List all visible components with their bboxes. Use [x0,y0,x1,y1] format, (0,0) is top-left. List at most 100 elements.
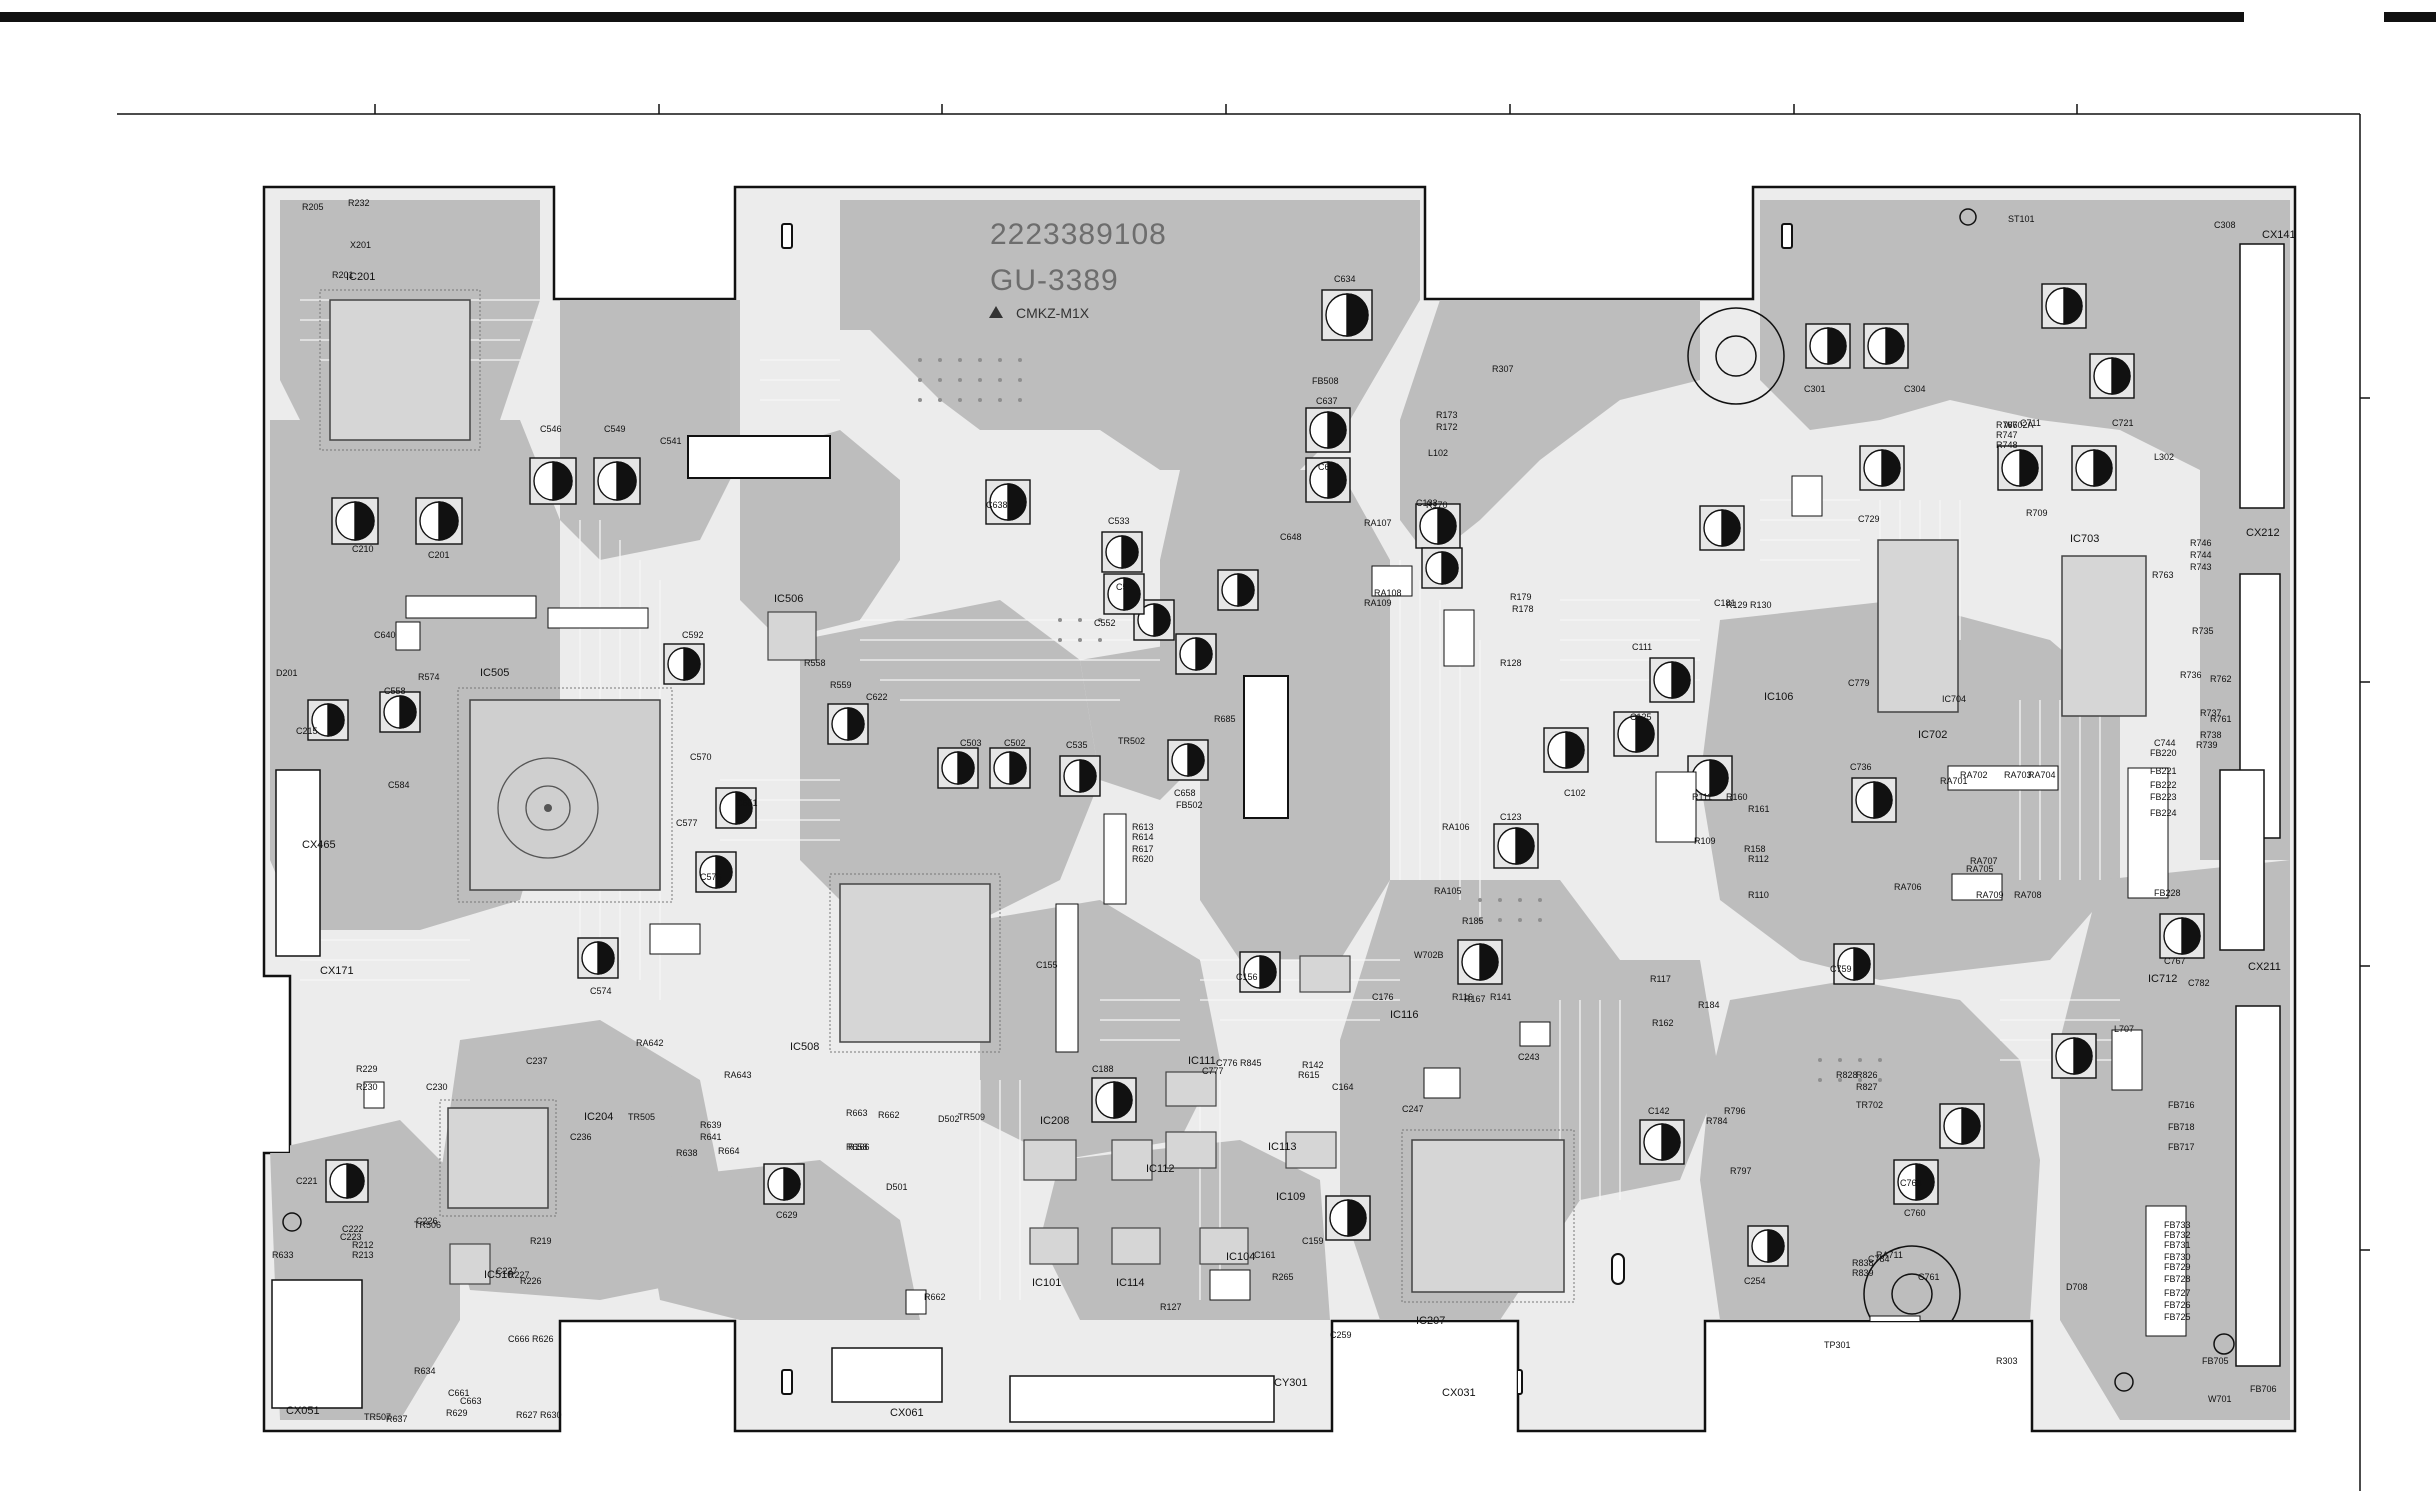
chip-label: IC109 [1276,1191,1305,1203]
misc-label: FB727 [2164,1288,2191,1298]
ic-package-ic113 [1165,1131,1217,1169]
resistor-label: R737 [2200,708,2222,718]
resistor-label: R761 [2210,714,2232,724]
ic-package-ic508 [829,873,1001,1053]
capacitor-label: C176 [1372,992,1394,1002]
misc-label: C761 [1918,1272,1940,1282]
misc-label: FB508 [1312,376,1339,386]
misc-label: RA108 [1374,588,1402,598]
resistor-label: R637 [386,1414,408,1424]
connector-label: CX141 [2262,229,2296,241]
resistor-label: R746 [2190,538,2212,548]
misc-label: R629 [446,1408,468,1418]
capacitor-label: C236 [570,1132,592,1142]
misc-label: TR509 [958,1112,985,1122]
capacitor-label: C181 [1714,598,1736,608]
chip-label: IC114 [1116,1277,1145,1289]
ic-package-ic101 [1029,1227,1079,1265]
misc-label: RA701 [1940,776,1968,786]
connector-label: CX051 [286,1405,320,1417]
misc-label: RA643 [724,1070,752,1080]
ic-package-ic207 [1401,1129,1575,1303]
resistor-label: R112 [1748,854,1769,864]
misc-label: ST101 [2008,214,2035,224]
capacitor-label: C164 [1332,1082,1354,1092]
misc-label: FB502 [1176,800,1203,810]
resistor-label: R633 [272,1250,294,1260]
resistor-label: R219 [530,1236,552,1246]
resistor-label: R117 [1650,974,1671,984]
ic-package-ic208 [1023,1139,1077,1181]
capacitor-label: C133 [1416,498,1438,508]
capacitor-label: C558 [384,686,406,696]
capacitor-label: C570 [690,752,712,762]
misc-label: W702B [1414,950,1444,960]
resistor-label: R634 [414,1366,436,1376]
misc-label: FB717 [2168,1142,2195,1152]
misc-label: FB728 [2164,1274,2191,1284]
top-border-rule [0,12,2244,22]
capacitor-label: C574 [590,986,612,996]
capacitor-label: C156 [1236,972,1258,982]
resistor-label: R574 [418,672,440,682]
resistor-label: R227 [508,1270,530,1280]
misc-label: TR507 [364,1412,391,1422]
capacitor-label: C552 [1094,618,1116,628]
chip-label: IC208 [1040,1115,1069,1127]
misc-label: TR502 [1118,736,1145,746]
misc-label: RA704 [2028,770,2056,780]
resistor-label: R736 [2180,670,2202,680]
label-boxes [687,435,1289,819]
resistor-label: R663 [846,1108,868,1118]
misc-label: RA106 [1442,822,1470,832]
misc-label: TR506 [414,1220,441,1230]
capacitor-label: C227 [496,1266,518,1276]
misc-label: C663 [460,1396,482,1406]
resistor-label: R558 [804,658,826,668]
misc-label: RA107 [1364,518,1392,528]
misc-label: TR505 [628,1112,655,1122]
resistor-label: R265 [1272,1272,1294,1282]
misc-label: FB732 [2164,1230,2191,1240]
capacitor-label: C123 [1500,812,1522,822]
misc-label: C760 [1904,1208,1926,1218]
misc-label: RA711 [1876,1250,1903,1260]
misc-label: RA109 [1364,598,1392,608]
resistor-label: R739 [2196,740,2218,750]
resistor-label: R614 [1132,832,1154,842]
resistor-label: R658 [846,1142,868,1152]
resistor-label: R213 [352,1250,374,1260]
chip-label: IC506 [774,593,803,605]
electrolytic-caps [307,283,2205,1267]
resistor-label: R127 [1160,1302,1182,1312]
misc-label: TR702 [1856,1100,1883,1110]
connector-label: CX465 [302,839,336,851]
resistor-label: R559 [830,680,852,690]
capacitor-label: C638 [986,500,1008,510]
capacitor-label: C648 [1280,532,1302,542]
resistor-label: R230 [356,1082,378,1092]
misc-label: FB731 [2164,1240,2191,1250]
resistor-label: R116 [1452,992,1473,1002]
capacitor-label: C538 [1116,582,1138,592]
resistor-label: R201 [332,270,354,280]
misc-label: FB730 [2164,1252,2191,1262]
connector-label: CX171 [320,965,354,977]
resistor-label: R744 [2190,550,2212,560]
resistor-label: R162 [1652,1018,1674,1028]
resistor-label: R226 [520,1276,542,1286]
resistor-label: R766 [1996,420,2018,430]
resistor-label: R662 [924,1292,946,1302]
capacitor-label: C551 [736,798,758,808]
ic-package-ic109 [1285,1131,1337,1169]
capacitor-label: C502 [1004,738,1026,748]
misc-label: RA703 [2004,770,2032,780]
misc-label: D502 [938,1114,960,1124]
ic-package-ic112 [1111,1139,1153,1181]
resistor-label: R738 [2200,730,2222,740]
resistor-label: R111 [1692,792,1712,802]
capacitor-label: C159 [1302,1236,1324,1246]
capacitor-label: C237 [526,1056,548,1066]
top-border-tab [2384,12,2436,22]
